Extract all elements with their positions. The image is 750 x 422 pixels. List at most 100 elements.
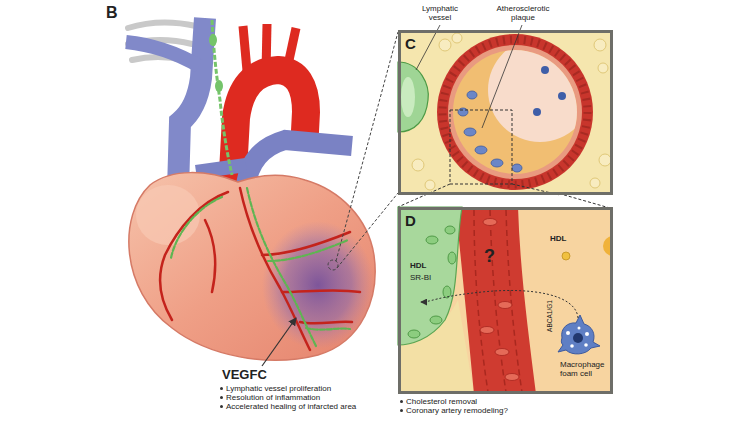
vessel-close-up — [506, 210, 522, 392]
vessel-close-up — [483, 219, 497, 226]
macrophage-cell — [558, 315, 600, 354]
rib-cage — [128, 22, 196, 28]
macrophage-cell — [570, 344, 574, 348]
vessel-close-up — [474, 210, 488, 392]
great-vessels — [126, 42, 199, 66]
artery-cross-section — [425, 180, 435, 190]
rib-cage — [132, 57, 184, 60]
zoom-line — [398, 184, 450, 207]
vessel-close-up — [495, 349, 509, 356]
coronary-artery — [282, 290, 360, 292]
cardiac-lymphatic — [171, 197, 222, 258]
panel-letter: B — [106, 4, 118, 22]
efflux-arrow — [421, 290, 578, 318]
endothelial-cell — [430, 316, 442, 324]
factor-name: VEGFC — [222, 367, 267, 382]
artery-cross-section — [453, 50, 577, 174]
lipid-particle — [562, 252, 570, 260]
effect-bullet: Accelerated healing of infarcted area — [220, 402, 356, 411]
zoom-line — [328, 260, 338, 270]
macrophage-cell — [573, 333, 583, 343]
question-mark: ? — [484, 246, 495, 266]
mediastinal-lymphatic — [209, 34, 217, 46]
artery-cross-section — [475, 146, 487, 154]
zoom-line — [328, 32, 398, 270]
panel-frame: C — [398, 30, 613, 195]
macrophage-cell — [558, 315, 600, 354]
vessel-close-up — [505, 374, 519, 381]
rib-cage — [128, 40, 192, 44]
effect-bullet: Lymphatic vessel proliferation — [220, 384, 331, 393]
coronary-artery — [240, 188, 310, 350]
endothelial-cell — [443, 286, 451, 298]
vessel-close-up — [490, 210, 506, 392]
vessel-close-up — [498, 302, 512, 309]
artery-cross-section — [412, 33, 611, 190]
structure-label: Lymphatic vessel — [412, 4, 468, 22]
pointer-arrow — [262, 318, 296, 366]
molecule-label: HDL — [550, 234, 566, 243]
artery-cross-section — [558, 92, 566, 100]
cardiac-lymphatic — [268, 240, 348, 261]
artery-cross-section — [439, 39, 451, 51]
molecule-label: HDL — [410, 261, 426, 270]
artery-cross-section — [491, 159, 503, 167]
artery-cross-section — [512, 164, 522, 172]
macrophage-cell — [566, 327, 589, 348]
endothelial-cell — [445, 226, 455, 234]
endothelial-cell — [408, 330, 420, 338]
cell-label: Macrophage foam cell — [560, 360, 612, 378]
structure-label: Atherosclerotic plaque — [490, 4, 556, 22]
artery-cross-section — [437, 34, 593, 190]
infarct-area — [262, 221, 374, 349]
transporter-label: ABCA1/G1 — [546, 300, 553, 332]
great-vessels — [126, 18, 352, 190]
artery-cross-section — [533, 108, 541, 116]
artery-cross-section — [412, 159, 424, 171]
heart-body — [136, 185, 200, 245]
cardiac-lymphatic — [247, 188, 316, 346]
macrophage-cell — [584, 343, 588, 347]
macrophage-cell — [585, 332, 589, 336]
great-vessels — [266, 24, 267, 72]
endothelial-cell — [448, 252, 456, 264]
zoom-line — [450, 110, 512, 184]
great-vessels — [232, 70, 306, 190]
vessel-close-up — [480, 327, 494, 334]
vessel-close-up — [398, 207, 613, 394]
zoom-line — [337, 193, 398, 268]
coronary-artery — [300, 322, 352, 324]
leader-line — [482, 25, 522, 128]
heart-body — [129, 173, 375, 361]
great-vessels — [286, 28, 296, 74]
artery-cross-section — [398, 30, 613, 195]
macrophage-cell — [566, 331, 570, 335]
macrophage-cell — [578, 327, 581, 330]
artery-cross-section — [594, 39, 606, 51]
great-vessels — [196, 165, 246, 172]
heart-body — [129, 173, 375, 361]
vessel-close-up — [480, 219, 519, 381]
leader-line — [416, 25, 522, 128]
zoom-line — [336, 32, 398, 261]
heart-body — [262, 221, 374, 349]
artery-cross-section — [541, 66, 549, 74]
artery-cross-section — [467, 91, 477, 99]
coronary-artery — [160, 188, 360, 350]
artery-cross-section — [398, 30, 613, 195]
great-vessels — [246, 140, 352, 186]
coronary-artery — [160, 192, 228, 320]
artery-cross-section — [448, 45, 582, 179]
artery-cross-section — [464, 128, 476, 136]
artery-cross-section — [488, 38, 592, 142]
rib-cage — [128, 22, 196, 60]
panel-letter: D — [401, 210, 416, 228]
receptor-label: SR-BI — [410, 273, 431, 282]
vessel-close-up — [398, 207, 613, 394]
cardiac-lymphatic — [306, 328, 350, 330]
great-vessels — [243, 26, 248, 82]
artery-cross-section — [599, 154, 611, 166]
vessel-close-up — [458, 207, 536, 394]
